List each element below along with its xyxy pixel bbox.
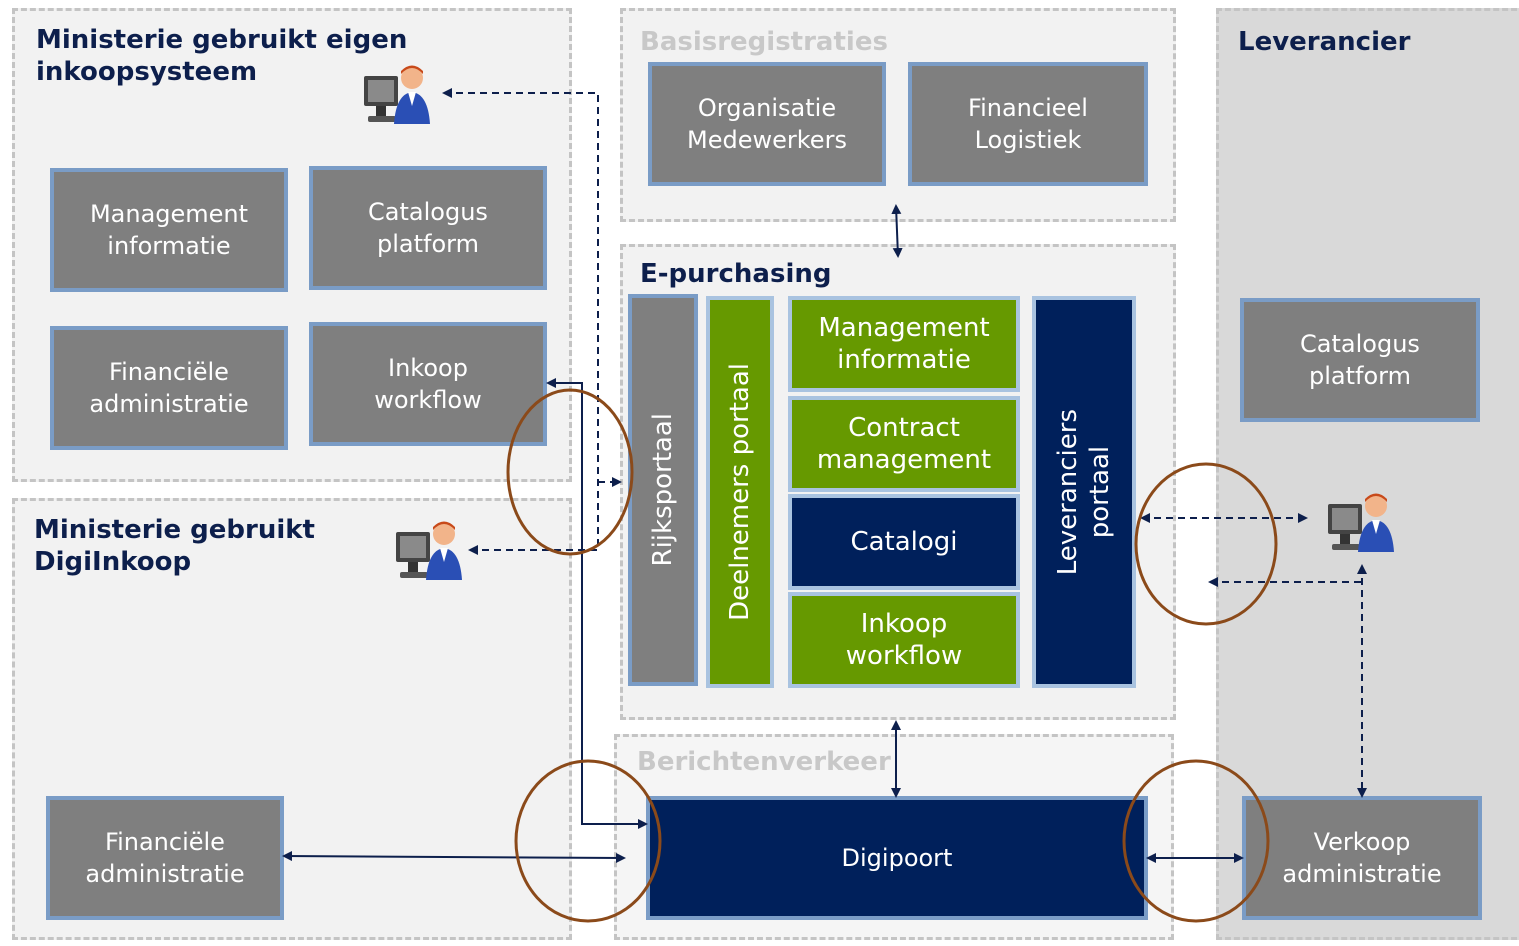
box-catalogus-platform: Catalogus platform xyxy=(309,166,547,290)
region-title-ministerie-digiinkoop: Ministerie gebruikt DigiInkoop xyxy=(34,515,315,577)
box-management-informatie: Management informatie xyxy=(50,168,288,292)
box-financiele-administratie: Financiële administratie xyxy=(50,326,288,450)
box-ep-management-informatie: Management informatie xyxy=(788,296,1020,392)
box-inkoop-workflow: Inkoop workflow xyxy=(309,322,547,446)
region-title-epurchasing: E-purchasing xyxy=(640,259,832,289)
box-leverancier-catalogus-platform: Catalogus platform xyxy=(1240,298,1480,422)
box-financieel-logistiek: Financieel Logistiek xyxy=(908,62,1148,186)
box-ep-inkoop-workflow: Inkoop workflow xyxy=(788,592,1020,688)
highlight-circle-digipoort-left xyxy=(514,759,662,923)
box-catalogi: Catalogi xyxy=(788,494,1020,590)
highlight-circle-rijksportaal xyxy=(506,388,634,556)
box-digipoort: Digipoort xyxy=(646,796,1148,920)
highlight-circle-leveranciers xyxy=(1134,462,1278,626)
region-leverancier xyxy=(1216,8,1519,940)
box-digi-financiele-administratie: Financiële administratie xyxy=(46,796,284,920)
box-verkoop-administratie: Verkoop administratie xyxy=(1242,796,1482,920)
region-title-basisregistraties: Basisregistraties xyxy=(640,27,888,57)
box-deelnemers-portaal: Deelnemers portaal xyxy=(706,296,774,688)
box-contract-management: Contract management xyxy=(788,396,1020,492)
user-at-computer-icon xyxy=(1328,493,1394,552)
box-organisatie-medewerkers: Organisatie Medewerkers xyxy=(648,62,886,186)
dashed-connector-user-top xyxy=(442,88,599,482)
box-leveranciers-portaal: Leveranciers portaal xyxy=(1032,296,1136,688)
region-title-leverancier: Leverancier xyxy=(1238,27,1411,57)
region-title-berichtenverkeer: Berichtenverkeer xyxy=(637,747,891,777)
connector-inkoop-to-digipoort xyxy=(546,378,648,829)
connector-financieel-to-digipoort xyxy=(282,851,626,863)
user-at-computer-icon xyxy=(396,521,462,580)
connector-basis-epurchasing xyxy=(891,204,903,258)
user-at-computer-icon xyxy=(364,65,430,124)
highlight-circle-digipoort-right xyxy=(1122,759,1270,923)
region-title-ministerie-eigen: Ministerie gebruikt eigen inkoopsysteem xyxy=(36,25,408,87)
